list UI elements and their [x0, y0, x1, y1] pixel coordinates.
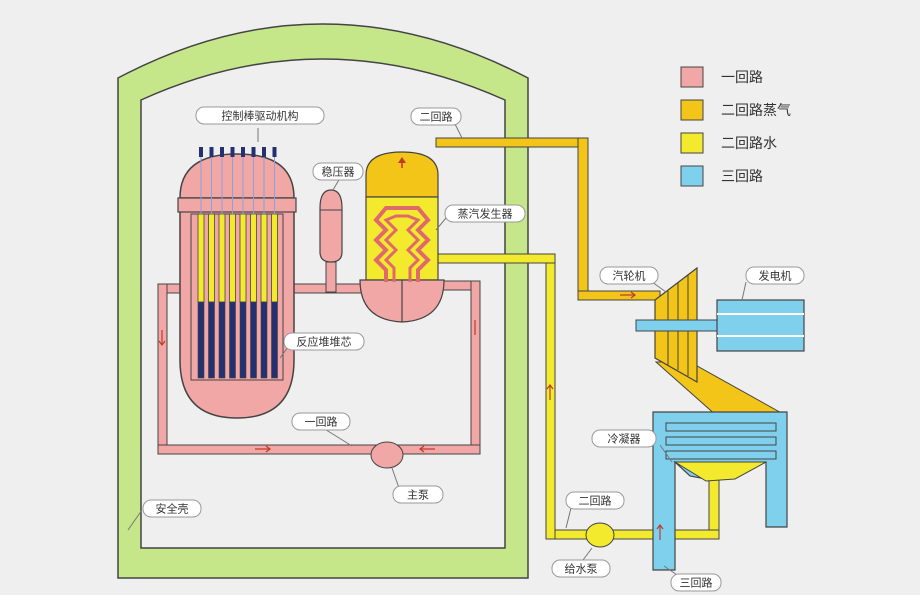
rod-drive-head — [209, 147, 214, 157]
legend-item: 二回路水 — [680, 132, 777, 154]
fuel-rod — [218, 301, 226, 379]
label-text: 主泵 — [407, 489, 429, 502]
legend-swatch — [680, 99, 704, 121]
label-primary-loop: 一回路 — [291, 412, 351, 431]
label-text: 给水泵 — [565, 563, 598, 576]
flow-arrows — [158, 291, 664, 540]
fuel-rod — [208, 301, 215, 379]
steam-generator — [359, 151, 445, 323]
label-text: 二回路 — [420, 111, 453, 124]
label-text: 一回路 — [305, 416, 338, 429]
rod-drive-head — [251, 147, 256, 157]
containment-shell — [117, 23, 529, 579]
legend-label: 二回路蒸气 — [721, 103, 791, 119]
control-rod — [260, 213, 268, 303]
label-text: 二回路 — [579, 495, 612, 508]
rod-drive-head — [262, 147, 266, 157]
rod-drive-head — [230, 147, 235, 157]
legend-label: 一回路 — [721, 70, 763, 86]
legend-label: 二回路水 — [721, 136, 777, 152]
fuel-rod — [271, 301, 278, 379]
legend-label: 三回路 — [721, 169, 763, 185]
label-text: 稳压器 — [322, 165, 355, 179]
fuel-rod — [250, 301, 257, 379]
legend-item: 一回路 — [680, 66, 763, 88]
pressurizer — [319, 189, 343, 263]
label-pressurizer: 稳压器 — [312, 162, 364, 181]
main-pump — [370, 441, 404, 469]
legend-swatch — [680, 132, 704, 154]
label-tertiary-loop: 三回路 — [670, 573, 722, 592]
control-rod — [197, 213, 205, 303]
legend-item: 二回路蒸气 — [680, 99, 791, 121]
label-text: 汽轮机 — [613, 269, 646, 283]
label-text: 安全壳 — [156, 502, 189, 516]
reactor-vessel — [177, 153, 297, 419]
control-rod-drive-tops — [199, 147, 277, 157]
label-reactor-core: 反应堆堆芯 — [283, 332, 365, 351]
label-generator: 发电机 — [745, 266, 805, 285]
label-text: 冷凝器 — [608, 432, 641, 446]
control-rod — [239, 213, 247, 303]
generator — [716, 299, 805, 352]
label-turbine: 汽轮机 — [599, 266, 659, 285]
legend-swatch — [680, 165, 704, 187]
label-feed-pump: 给水泵 — [551, 559, 611, 578]
label-main-pump: 主泵 — [392, 485, 444, 504]
callouts — [127, 123, 747, 580]
label-secondary-top: 二回路 — [410, 107, 462, 126]
control-rod — [218, 213, 226, 303]
label-text: 蒸汽发生器 — [458, 207, 513, 221]
label-text: 控制棒驱动机构 — [222, 109, 299, 123]
condenser-hotwell — [673, 461, 767, 482]
control-rod — [250, 213, 257, 303]
control-rod — [208, 213, 215, 303]
control-rod — [229, 213, 236, 303]
fuel-rods — [197, 301, 278, 379]
label-condenser: 冷凝器 — [591, 429, 657, 448]
label-steam-generator: 蒸汽发生器 — [444, 204, 526, 223]
rod-drive-head — [220, 147, 224, 157]
control-rod-drive-lines — [200, 157, 275, 214]
fuel-rod — [260, 301, 268, 379]
control-rod — [271, 213, 278, 303]
label-text: 发电机 — [759, 269, 792, 283]
label-containment: 安全壳 — [142, 499, 202, 518]
fuel-rod — [197, 301, 205, 379]
condenser-tubes — [665, 422, 777, 460]
fuel-rod — [229, 301, 236, 379]
label-control-rod-drive: 控制棒驱动机构 — [195, 106, 325, 125]
secondary-steam-line — [435, 137, 661, 301]
label-text: 三回路 — [680, 577, 713, 590]
rod-drive-head — [272, 147, 277, 157]
legend-swatch — [680, 66, 704, 88]
fuel-rod — [239, 301, 247, 379]
label-secondary-bottom: 二回路 — [565, 491, 625, 510]
rod-drive-head — [199, 147, 203, 157]
condenser — [652, 411, 788, 571]
rod-drive-head — [241, 147, 245, 157]
feed-pump — [585, 522, 615, 548]
steam-generator-tubes — [373, 206, 431, 282]
label-text: 反应堆堆芯 — [297, 335, 352, 349]
legend-item: 三回路 — [680, 165, 763, 187]
turbine-shaft — [635, 319, 719, 332]
